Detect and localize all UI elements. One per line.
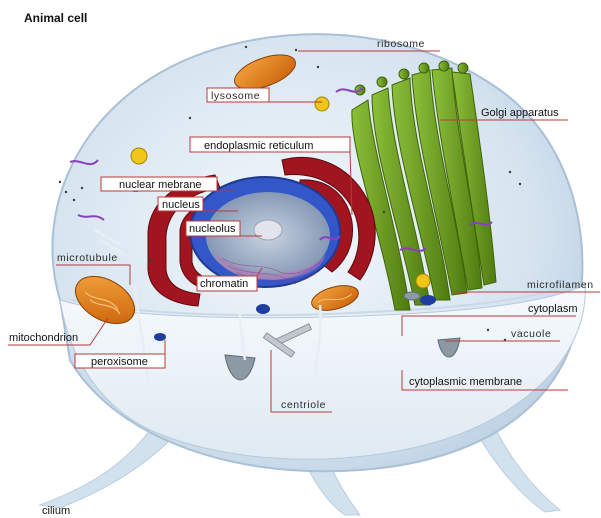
label-nuclear-membrane: nuclear mebrane: [101, 177, 235, 191]
label-vacuole-text: vacuole: [511, 328, 551, 340]
label-ribosome-text: ribosome: [377, 38, 425, 50]
label-lysosome-text: lysosome: [211, 90, 260, 102]
label-nuclear-membrane-text: nuclear mebrane: [119, 179, 202, 191]
label-er-text: endoplasmic reticulum: [204, 140, 313, 152]
label-cytoplasmic-membrane-text: cytoplasmic membrane: [409, 376, 522, 388]
label-mitochondrion-text: mitochondrion: [9, 332, 78, 344]
label-golgi-text: Golgi apparatus: [481, 107, 559, 119]
label-cytoplasm-text: cytoplasm: [528, 303, 578, 315]
label-cilium-text: cilium: [42, 505, 70, 517]
diagram-title: Animal cell: [24, 11, 87, 25]
label-microtubule-text: microtubule: [57, 252, 118, 264]
label-peroxisome-text: peroxisome: [91, 356, 148, 368]
label-nucleolus-text: nucleolus: [189, 223, 236, 235]
label-chromatin-text: chromatin: [200, 278, 248, 290]
nucleolus: [254, 220, 282, 240]
label-cilium: cilium: [42, 505, 70, 517]
label-centriole-text: centriole: [281, 399, 326, 411]
label-nucleus-text: nucleus: [162, 199, 200, 211]
label-microfilament-text: microfilamen: [527, 279, 594, 291]
